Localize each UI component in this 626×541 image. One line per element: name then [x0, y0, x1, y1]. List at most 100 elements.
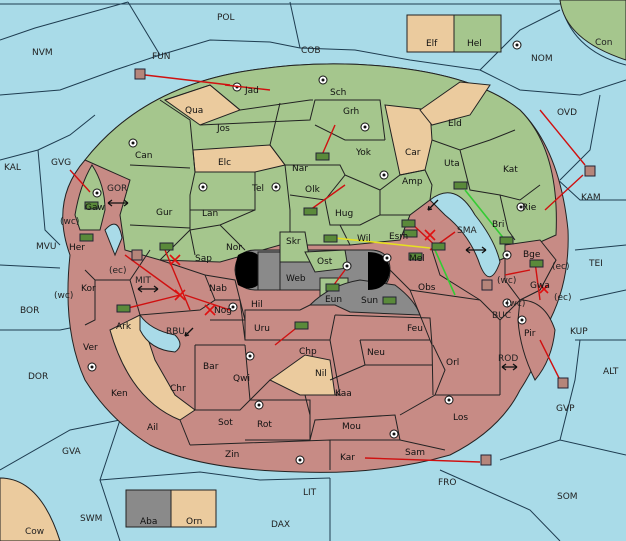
sea-con: Con: [595, 38, 613, 48]
sma-gulf: [429, 192, 501, 278]
prov-label-web: Web: [286, 274, 306, 284]
sea-rod: ROD: [498, 354, 518, 364]
sea-alt: ALT: [603, 367, 619, 377]
prov-label-yok: Yok: [355, 148, 372, 158]
army-unit: [529, 259, 544, 268]
prov-label-qua: Qua: [185, 106, 203, 116]
prov-label-obs: Obs: [418, 283, 436, 293]
sea-lit: LIT: [303, 488, 317, 498]
sea-bor: BOR: [20, 306, 39, 316]
prov-label-nil: Nil: [315, 369, 327, 379]
prov-label-wil: Wil: [357, 234, 371, 244]
prov-label-feu: Feu: [407, 324, 423, 334]
prov-label-nor: Nor: [226, 243, 242, 253]
web-left-gray: [257, 251, 281, 291]
sc-marker: [512, 40, 522, 50]
sc-marker: [517, 315, 527, 325]
prov-label-pir: Pir: [524, 329, 536, 339]
prov-label-uta: Uta: [444, 159, 460, 169]
prov-label-hug: Hug: [335, 209, 353, 219]
green-borders: [129, 84, 541, 261]
prov-eld[interactable]: [419, 81, 491, 126]
army-unit: [159, 242, 174, 251]
prov-label-los: Los: [453, 413, 468, 423]
sc-marker: [502, 250, 512, 260]
prov-label-uru: Uru: [254, 324, 270, 334]
prov-label-chr: Chr: [170, 384, 186, 394]
sc-marker: [128, 138, 138, 148]
fleet-unit: [480, 454, 492, 466]
prov-label-kar: Kar: [340, 453, 355, 463]
sea-mvu: MVU: [36, 242, 57, 252]
army-unit: [116, 304, 131, 313]
sc-marker: [379, 170, 389, 180]
coast-ec: (ec): [554, 293, 572, 303]
web-left-cap: [235, 251, 258, 289]
prov-label-nar: Nar: [292, 164, 308, 174]
prov-label-grh: Grh: [343, 107, 359, 117]
prov-label-kat: Kat: [503, 165, 518, 175]
army-unit: [403, 229, 418, 238]
sea-nvm: NVM: [32, 48, 53, 58]
sc-marker: [87, 362, 97, 372]
sc-marker: [245, 351, 255, 361]
prov-label-qwi: Qwi: [233, 374, 250, 384]
prov-label-car: Car: [405, 148, 421, 158]
sea-sma: SMA: [457, 226, 477, 236]
prov-elc[interactable]: [192, 144, 286, 173]
legend-hel-label: Hel: [467, 39, 482, 49]
channel-markers: [107, 199, 518, 371]
prov-label-jos: Jos: [216, 124, 230, 134]
army-unit: [294, 321, 309, 330]
prov-label-tel: Tel: [251, 184, 264, 194]
coast-wc: (wc): [60, 217, 79, 227]
sc-marker: [382, 253, 392, 263]
sea-rbu: RBU: [166, 327, 185, 337]
prov-label-nog: Nog: [214, 306, 232, 316]
prov-label-sap: Sap: [195, 254, 212, 264]
prov-label-ail: Ail: [147, 423, 158, 433]
fleets: [131, 68, 596, 466]
prov-label-ost: Ost: [317, 257, 333, 267]
prov-gaw[interactable]: [74, 164, 106, 231]
sc-marker: [342, 261, 352, 271]
sc-marker: [271, 182, 281, 192]
sea-ovd: OVD: [557, 108, 577, 118]
sc-marker: [516, 202, 526, 212]
coast-ec: (ec): [552, 262, 570, 272]
prov-label-chp: Chp: [299, 347, 317, 357]
prov-label-mel: Mel: [409, 254, 425, 264]
sc-marker: [360, 122, 370, 132]
legend-hel: [453, 14, 502, 53]
prov-label-nab: Nab: [209, 284, 227, 294]
army-unit: [453, 181, 468, 190]
sc-marker: [389, 429, 399, 439]
prov-label-sam: Sam: [405, 448, 425, 458]
sea-mit: MIT: [135, 276, 151, 286]
prov-label-sun: Sun: [361, 296, 378, 306]
prov-label-elc: Elc: [218, 158, 231, 168]
army-unit: [303, 207, 318, 216]
sc-marker: [228, 302, 238, 312]
prov-label-kor: Kor: [81, 284, 96, 294]
prov-nil[interactable]: [269, 354, 336, 396]
sea-kam: KAM: [581, 193, 601, 203]
sea-nom: NOM: [531, 54, 553, 64]
fleet-unit: [131, 249, 143, 261]
sea-kup: KUP: [570, 327, 588, 337]
legend-orn: [170, 489, 217, 528]
prov-label-gwa: Gwa: [530, 281, 550, 291]
sea-gvp: GVP: [556, 404, 575, 414]
rbu-bay: [139, 313, 181, 353]
gor-strait: [104, 223, 123, 257]
prov-label-eun: Eun: [325, 295, 342, 305]
prov-bge[interactable]: [504, 239, 557, 301]
legend-aba-label: Aba: [140, 517, 157, 527]
sea-gor: GOR: [107, 184, 127, 194]
legend-aba: [125, 489, 172, 528]
prov-label-hil: Hil: [251, 300, 263, 310]
sc-marker: [198, 182, 208, 192]
prov-chr[interactable]: [109, 314, 196, 421]
prov-pir[interactable]: [517, 299, 556, 381]
